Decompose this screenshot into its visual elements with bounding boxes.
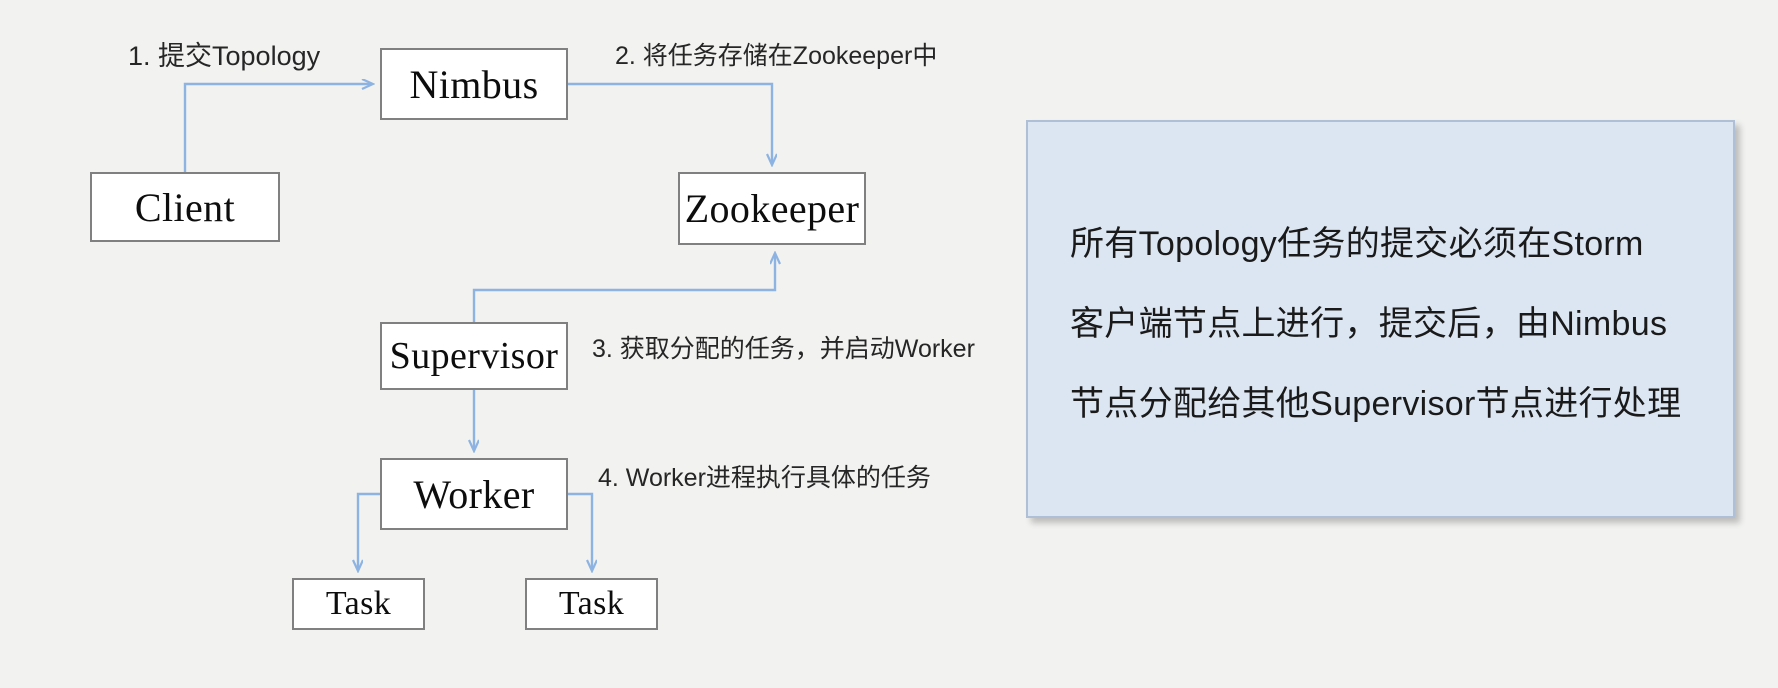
node-nimbus-label: Nimbus [409, 61, 539, 107]
node-zookeeper[interactable]: Zookeeper [678, 172, 866, 245]
edge-label-step-2: 2. 将任务存储在Zookeeper中 [615, 42, 938, 70]
edge-client-to-nimbus [183, 84, 372, 172]
node-client-label: Client [134, 184, 236, 230]
node-client[interactable]: Client [90, 172, 280, 242]
callout-note-line-2: 客户端节点上进行，提交后，由Nimbus [1070, 305, 1668, 343]
node-supervisor[interactable]: Supervisor [380, 322, 568, 390]
callout-note-line-3: 节点分配给其他Supervisor节点进行处理 [1070, 385, 1682, 423]
node-task-left-label: Task [325, 585, 392, 622]
callout-note-body: 所有Topology任务的提交必须在Storm 客户端节点上进行，提交后，由Ni… [1070, 204, 1715, 444]
edge-nimbus-to-zookeeper [568, 82, 772, 164]
edge-label-step-1: 1. 提交Topology [128, 41, 321, 71]
node-zookeeper-label: Zookeeper [684, 186, 860, 231]
node-worker-label: Worker [413, 471, 535, 517]
node-supervisor-label: Supervisor [389, 335, 559, 377]
node-nimbus[interactable]: Nimbus [380, 48, 568, 120]
edge-worker-to-task-left [358, 492, 380, 570]
edge-supervisor-to-zookeeper [472, 254, 775, 322]
node-task-right-label: Task [558, 585, 625, 622]
node-task-left[interactable]: Task [292, 578, 425, 630]
edge-worker-to-task-right [568, 492, 592, 570]
node-worker[interactable]: Worker [380, 458, 568, 530]
edge-label-step-3: 3. 获取分配的任务，并启动Worker [592, 335, 975, 363]
node-task-right[interactable]: Task [525, 578, 658, 630]
callout-note-line-1: 所有Topology任务的提交必须在Storm [1070, 225, 1644, 263]
edge-label-step-4: 4. Worker进程执行具体的任务 [598, 464, 931, 492]
callout-note: 所有Topology任务的提交必须在Storm 客户端节点上进行，提交后，由Ni… [1026, 120, 1735, 518]
